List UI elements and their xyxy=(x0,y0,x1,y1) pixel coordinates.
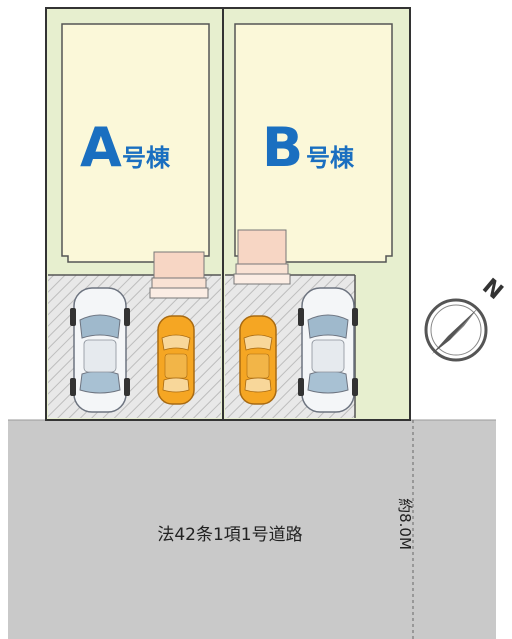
building-a-letter: A xyxy=(80,116,122,179)
road-area xyxy=(8,419,496,639)
road-width-label: 約8.0M xyxy=(396,498,414,550)
car-white-b xyxy=(298,287,358,413)
north-letter: N xyxy=(477,274,507,305)
car-orange-b xyxy=(239,315,277,405)
car-orange-a xyxy=(157,315,195,405)
building-b xyxy=(234,23,393,263)
entrance-step-b xyxy=(233,229,291,285)
building-a-suffix: 号棟 xyxy=(122,144,171,172)
building-b-letter: B xyxy=(262,116,303,179)
entrance-step-a xyxy=(149,251,209,299)
car-white-a xyxy=(70,287,130,413)
road-label: 法42条1項1号道路 xyxy=(157,525,302,545)
north-arrow-icon xyxy=(424,298,488,362)
building-b-suffix: 号棟 xyxy=(306,144,355,172)
